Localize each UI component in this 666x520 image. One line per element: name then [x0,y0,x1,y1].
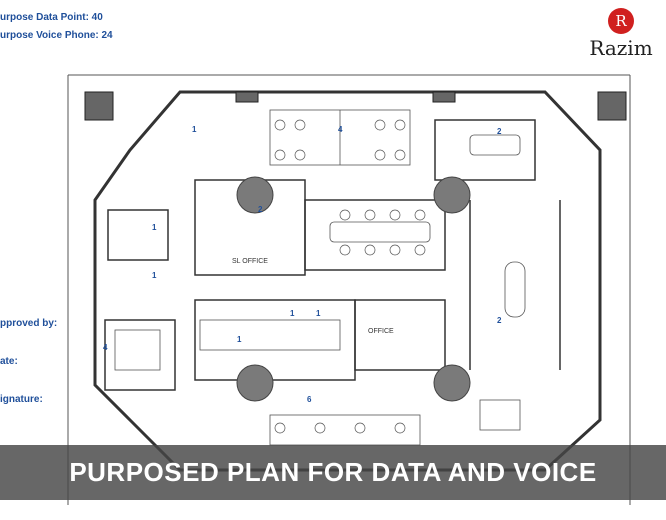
svg-text:1: 1 [152,223,157,232]
svg-text:1: 1 [316,309,321,318]
data-point-count: urpose Data Point: 40 [0,12,103,23]
svg-text:2: 2 [497,316,502,325]
svg-text:1: 1 [290,309,295,318]
corner-column [84,91,114,121]
building-outline [93,90,602,472]
svg-text:1: 1 [192,125,197,134]
room-label-office-b: OFFICE [368,328,394,335]
logo-mark-icon: R [608,8,634,34]
room-left-workstations [104,319,176,391]
razim-logo: R Razim [586,8,656,60]
approved-by-label: pproved by: [0,318,58,329]
room-small [107,209,169,261]
structural-column [433,176,471,214]
structural-column [236,364,274,402]
svg-text:1: 1 [152,271,157,280]
svg-text:2: 2 [497,127,502,136]
signature-label: ignature: [0,394,43,405]
corner-column [597,91,627,121]
svg-text:1: 1 [237,335,242,344]
column [432,91,456,103]
logo-name: Razim [589,36,653,60]
date-label: ate: [0,356,18,367]
room-label-office-a: SL OFFICE [232,258,268,265]
room-meeting [304,199,446,271]
structural-column [433,364,471,402]
svg-text:4: 4 [338,125,343,134]
caption-banner: PURPOSED PLAN FOR DATA AND VOICE [0,445,666,500]
room-corner-meeting [434,119,536,181]
structural-column [236,176,274,214]
svg-text:2: 2 [258,205,263,214]
room-office-b [354,299,446,371]
svg-text:4: 4 [103,343,108,352]
room-workstations [194,299,356,381]
svg-text:6: 6 [307,395,312,404]
voice-phone-count: urpose Voice Phone: 24 [0,30,113,41]
column [235,91,259,103]
